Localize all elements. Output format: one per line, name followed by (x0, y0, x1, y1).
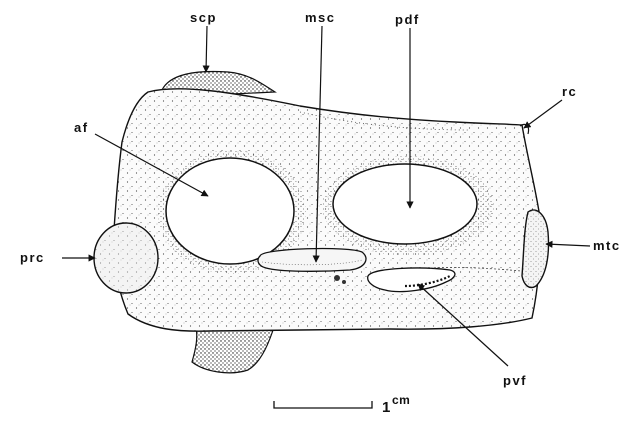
scale-bar: 1 cm (274, 393, 410, 416)
label-rc: rc (562, 84, 577, 99)
scale-bar-value: 1 (382, 399, 390, 416)
label-msc: msc (305, 10, 336, 25)
pdf-opening (333, 164, 477, 244)
msc-bar (258, 249, 366, 272)
label-af: af (74, 120, 89, 135)
label-pvf: pvf (503, 373, 527, 388)
label-pdf: pdf (395, 12, 420, 27)
label-prc: prc (20, 250, 45, 265)
label-scp: scp (190, 10, 217, 25)
label-mtc: mtc (593, 238, 621, 253)
scale-bar-unit: cm (392, 393, 410, 407)
af-opening (166, 158, 294, 264)
